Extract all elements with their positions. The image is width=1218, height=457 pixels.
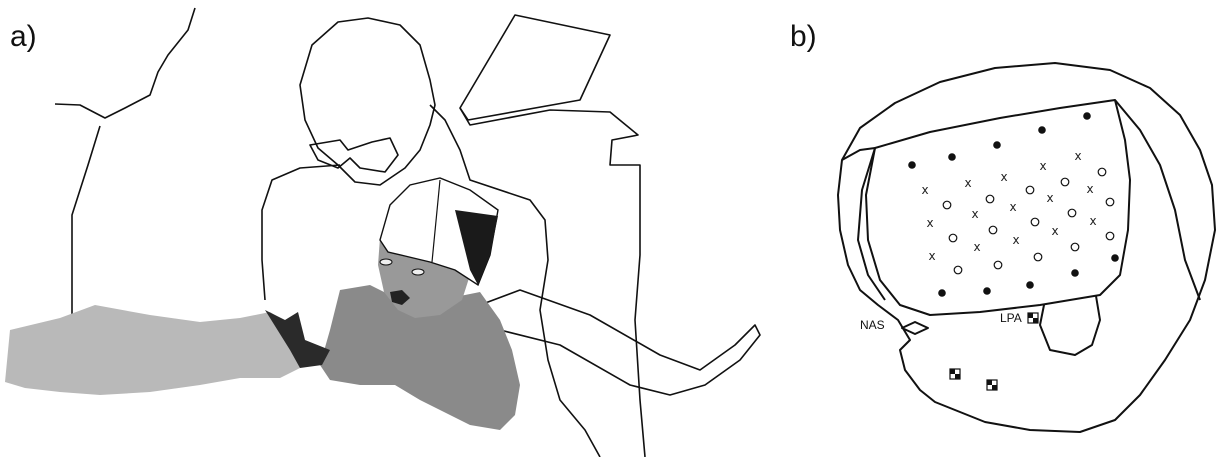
open-sensor [1106,232,1114,240]
open-sensor [943,201,951,209]
open-sensor [1026,186,1034,194]
open-sensor [954,266,962,274]
caregiver-head [300,18,435,185]
filled-sensor [908,161,916,169]
filled-sensor [1026,281,1034,289]
nasion-label: NAS [860,318,885,332]
panel-b-diagram [838,63,1215,432]
open-sensor [949,234,957,242]
left-person-outline [55,8,195,315]
open-sensor [1106,198,1114,206]
marker-lpa [1028,313,1038,323]
cross-sensor: x [928,249,935,263]
cross-sensor: x [1086,182,1093,196]
filled-sensor [1111,254,1119,262]
caregiver-arm [5,305,310,395]
cross-sensor: x [1089,214,1096,228]
cross-sensor: x [1000,170,1007,184]
filled-sensor [948,153,956,161]
open-sensor [994,261,1002,269]
cap-outline [866,100,1130,315]
open-sensor [1061,178,1069,186]
open-sensor [989,226,997,234]
cross-sensor: x [1009,200,1016,214]
open-sensor [986,195,994,203]
filled-sensor [1083,112,1091,120]
filled-sensor [1038,126,1046,134]
cross-sensor: x [921,183,928,197]
cross-sensor: x [973,240,980,254]
marker-cheek-1 [950,369,960,379]
open-sensor [1098,168,1106,176]
open-sensor [1034,253,1042,261]
cross-sensor: x [1012,233,1019,247]
infant-eye-left [380,259,392,265]
marker-cheek-2 [987,380,997,390]
cross-sensor: x [926,216,933,230]
cross-sensor: x [971,207,978,221]
filled-sensor [993,141,1001,149]
cross-sensor: x [1046,191,1053,205]
filled-sensor [1071,269,1079,277]
cross-sensor: x [1039,159,1046,173]
filled-sensor [938,289,946,297]
cross-sensor: x [1051,224,1058,238]
infant-eye-right [412,269,424,275]
filled-sensor [983,287,991,295]
open-sensor [1031,218,1039,226]
open-sensor [1068,209,1076,217]
laptop-screen [460,15,610,120]
lpa-label: LPA [1000,311,1022,325]
open-sensor [1071,243,1079,251]
cross-sensor: x [1074,149,1081,163]
fiducial-markers [950,313,1038,390]
cross-sensor: x [964,176,971,190]
